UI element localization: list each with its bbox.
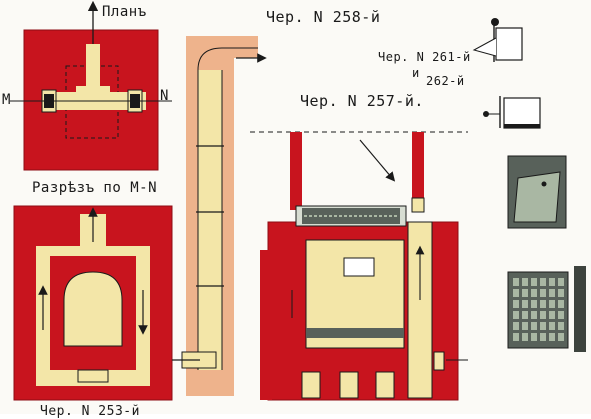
axis-m-label: М (2, 92, 11, 108)
grate-cell (531, 311, 537, 319)
grate-cell (522, 311, 528, 319)
door-panel-icon (507, 155, 567, 229)
sheet-257-label: Чер. N 257-й. (300, 92, 424, 110)
grate-cell (513, 300, 519, 308)
sheet-262-label: 262-й (426, 74, 465, 88)
grate-cell (513, 278, 519, 286)
grate-cells (513, 278, 564, 341)
sheet-253-label: Чер. N 253-й (40, 404, 140, 419)
grate-cell (549, 300, 555, 308)
flue-duct (172, 36, 267, 396)
grate-cell (522, 322, 528, 330)
sheet-258-label: Чер. N 258-й (266, 8, 381, 26)
grate-cell (549, 278, 555, 286)
grate-cell (549, 322, 555, 330)
grate-cell (558, 300, 564, 308)
grate-cell (540, 322, 546, 330)
damper-plate-icon (483, 96, 541, 129)
grate-cell (531, 278, 537, 286)
grate-cell (558, 289, 564, 297)
section-label: Разрѣзъ по М-N (32, 180, 158, 196)
grate-cell (549, 289, 555, 297)
sheet-262-and-label: и (412, 66, 420, 80)
grate-cell (540, 278, 546, 286)
grate-cell (540, 333, 546, 341)
grate-cell (558, 322, 564, 330)
grate-cell (531, 289, 537, 297)
grate-cell (549, 333, 555, 341)
plan-view (10, 0, 172, 171)
stove-door-frame-icon (472, 18, 523, 62)
grate-cell (513, 333, 519, 341)
grate-cell (522, 333, 528, 341)
sheet-261-label: Чер. N 261-й (378, 50, 471, 64)
plan-label: Планъ (102, 4, 147, 20)
grate-cell (531, 333, 537, 341)
grate-cell (540, 289, 546, 297)
grate-cell (513, 289, 519, 297)
grate-icon (507, 266, 586, 352)
stove-elevation (250, 131, 468, 401)
grate-cell (540, 300, 546, 308)
grate-cell (513, 322, 519, 330)
grate-cell (558, 278, 564, 286)
grate-cell (522, 278, 528, 286)
grate-cell (558, 311, 564, 319)
grate-cell (531, 322, 537, 330)
grate-cell (540, 311, 546, 319)
grate-cell (558, 333, 564, 341)
grate-cell (549, 311, 555, 319)
grate-cell (522, 289, 528, 297)
grate-cell (531, 300, 537, 308)
grate-cell (522, 300, 528, 308)
grate-cell (513, 311, 519, 319)
axis-n-label: N (160, 88, 169, 104)
section-view (13, 205, 173, 401)
